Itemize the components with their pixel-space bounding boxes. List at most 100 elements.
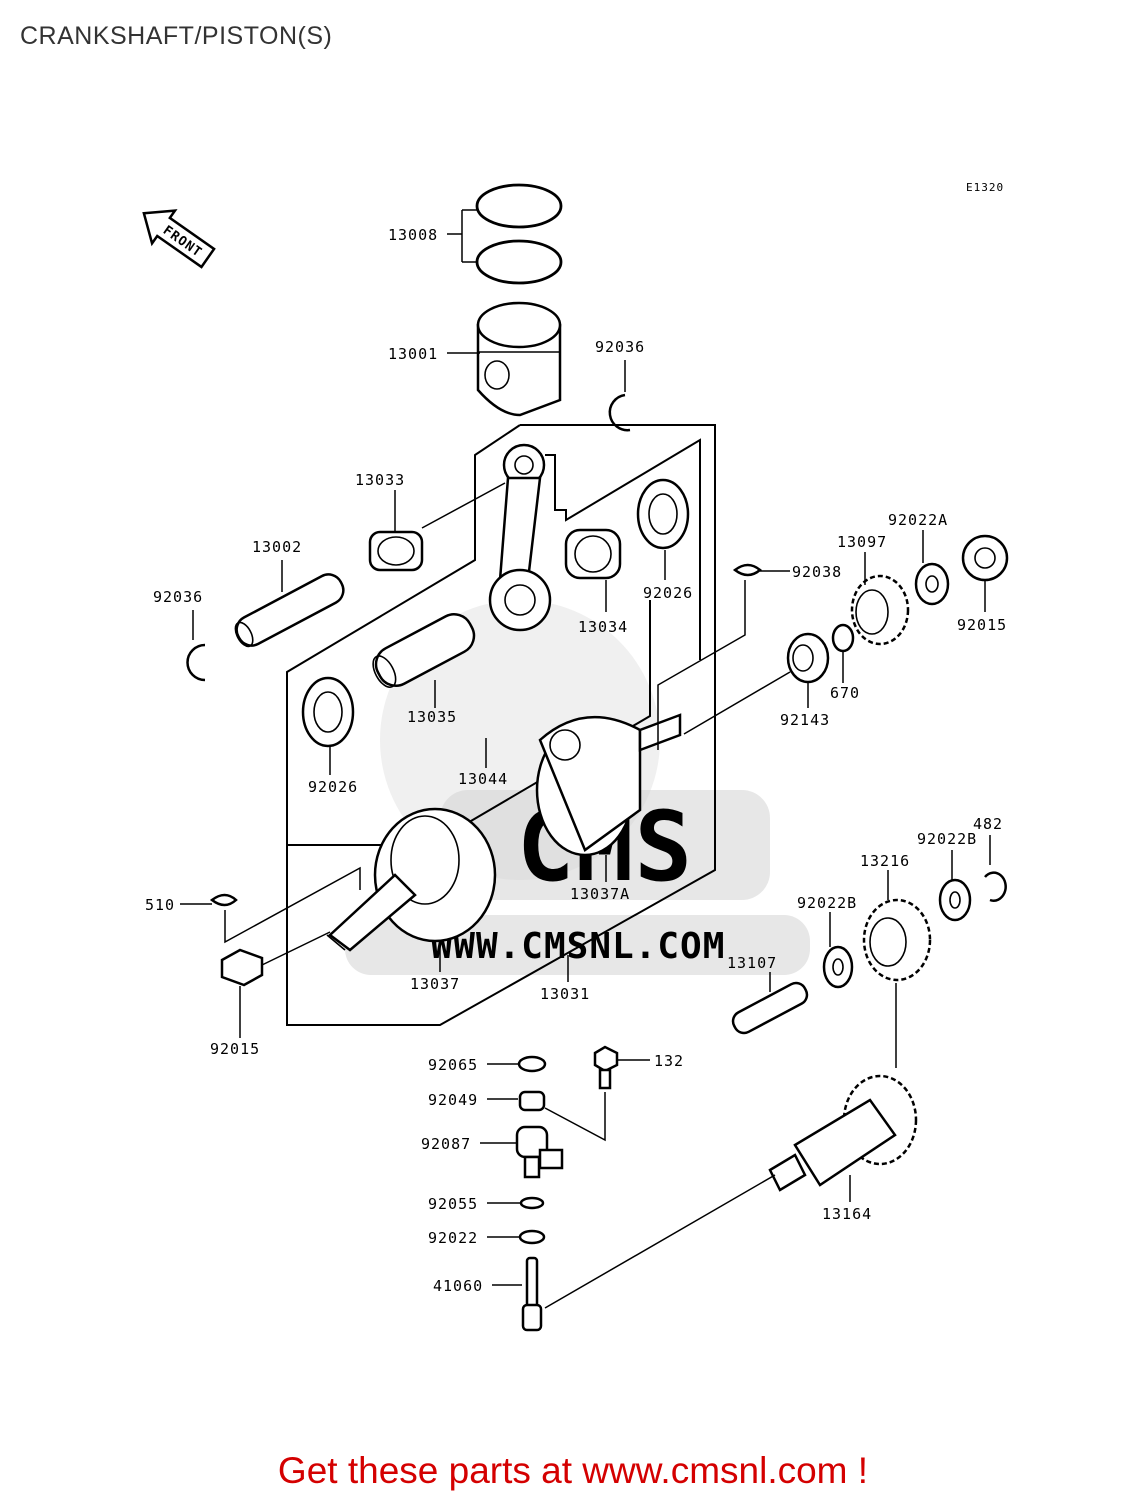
- gear-shaft-13164-body: [793, 1098, 897, 1187]
- collar-92049-body: [518, 1090, 546, 1112]
- crank-half-left-shaft: [328, 873, 417, 952]
- label-92036-left: 92036: [153, 588, 203, 606]
- washer-92022: [518, 1229, 546, 1245]
- piston-pin-boss: [484, 360, 510, 390]
- pump-washer-92065: [517, 1055, 547, 1073]
- leader-lines: [180, 209, 991, 1309]
- rod-big-end-bore: [504, 584, 536, 616]
- label-92143: 92143: [780, 711, 830, 729]
- label-41060: 41060: [433, 1277, 483, 1295]
- banjo-92087-stem: [523, 1155, 541, 1179]
- shaft-13107-body: [731, 981, 809, 1035]
- label-92036-top: 92036: [595, 338, 645, 356]
- gear-13097-teeth: [850, 574, 910, 646]
- piston-pin: [234, 573, 345, 648]
- front-arrow-icon: [142, 209, 216, 269]
- label-92022B-mid: 92022B: [797, 894, 857, 912]
- washer-92022A-body: [914, 562, 950, 606]
- circlip-482: [984, 871, 1007, 902]
- part-labels: 13008 13001 92036 13033 13002 92036 1303…: [145, 226, 1007, 1295]
- crank-half-left: [326, 807, 497, 952]
- gear-13216-hub: [869, 917, 907, 967]
- label-92087: 92087: [421, 1135, 471, 1153]
- page-title: CRANKSHAFT/PISTON(S): [20, 22, 333, 50]
- bearing-13034-body: [564, 528, 622, 580]
- label-13037A: 13037A: [570, 885, 630, 903]
- piston-pin-end: [234, 621, 254, 648]
- label-670: 670: [830, 684, 860, 702]
- bearing-13034-bore: [574, 535, 612, 573]
- label-92022B-top: 92022B: [917, 830, 977, 848]
- washer-92022B-lower: [822, 945, 854, 989]
- label-92015-right: 92015: [957, 616, 1007, 634]
- footer-link-text[interactable]: Get these parts at www.cmsnl.com !: [277, 1450, 869, 1491]
- rod-small-end-bore: [514, 455, 534, 475]
- washer-92026-left-bore: [313, 691, 343, 733]
- washer-92026-right-bore: [648, 493, 678, 535]
- label-13031: 13031: [540, 985, 590, 1003]
- gear-13216: [862, 898, 932, 982]
- crank-pin: [372, 613, 476, 688]
- label-92065: 92065: [428, 1056, 478, 1074]
- needle-bearing-13034: [564, 528, 622, 580]
- gear-13216-teeth: [862, 898, 932, 982]
- crank-half-right-shaft: [638, 713, 682, 752]
- drive-shaft-41060: [521, 1256, 543, 1332]
- key-92038: [732, 563, 762, 577]
- key-510: [209, 893, 238, 907]
- label-92049: 92049: [428, 1091, 478, 1109]
- nut-left: [220, 948, 264, 987]
- crank-half-left-thread: [326, 934, 346, 951]
- gear-shaft-13164-tip: [768, 1153, 807, 1192]
- washer-92022A-bore: [925, 575, 939, 593]
- nut-92015-left: [220, 948, 264, 987]
- diagram-code: E1320: [966, 181, 1004, 194]
- frame-13031: [286, 424, 716, 1026]
- crank-half-right-pin-hole: [549, 729, 581, 761]
- shaft-13107: [731, 981, 809, 1035]
- rod-beam: [498, 476, 542, 582]
- washer-92022B-lower-body: [822, 945, 854, 989]
- piston-ring-top: [475, 183, 563, 229]
- thrust-washer-right: [636, 478, 690, 550]
- banjo-92087-tab: [538, 1148, 564, 1170]
- label-13033: 13033: [355, 471, 405, 489]
- label-13097: 13097: [837, 533, 887, 551]
- crank-half-right: [535, 713, 682, 857]
- pump-banjo-92087: [515, 1125, 564, 1179]
- nut-right: [961, 534, 1009, 582]
- label-92055: 92055: [428, 1195, 478, 1213]
- label-92026-right: 92026: [643, 584, 693, 602]
- piston-ring-second: [475, 239, 563, 285]
- label-482: 482: [973, 815, 1003, 833]
- crank-half-left-rim: [373, 807, 497, 943]
- front-arrow: FRONT: [142, 209, 216, 269]
- piston-rings: [475, 183, 563, 285]
- thrust-washer-left: [301, 676, 355, 748]
- label-92026-left: 92026: [308, 778, 358, 796]
- nut-92015-right: [961, 534, 1009, 582]
- crank-half-left-face: [390, 815, 460, 905]
- bolt-132-head: [593, 1045, 619, 1073]
- bearing-13033-bore: [377, 536, 415, 566]
- drive-shaft-41060-gear: [521, 1303, 543, 1332]
- rod-big-end: [488, 568, 552, 632]
- piston-body: [476, 323, 562, 417]
- label-92015-left: 92015: [210, 1040, 260, 1058]
- label-132: 132: [654, 1052, 684, 1070]
- pump-collar-92049: [518, 1090, 546, 1112]
- label-92038: 92038: [792, 563, 842, 581]
- oil-seal-92143-bore: [792, 644, 814, 672]
- label-92022A: 92022A: [888, 511, 948, 529]
- label-13037: 13037: [410, 975, 460, 993]
- circlip-670: [831, 623, 855, 653]
- crank-pin-body: [374, 613, 476, 687]
- gear-13097: [850, 574, 910, 646]
- washer-92022A: [914, 562, 950, 606]
- gear-13097-hub: [855, 589, 889, 635]
- oil-seal-92143: [786, 632, 830, 684]
- drive-shaft-41060-body: [525, 1256, 539, 1310]
- washer-92022B-upper-bore: [949, 891, 961, 909]
- circlip-92036-left: [186, 643, 206, 682]
- washer-92022B-lower-bore: [832, 958, 844, 976]
